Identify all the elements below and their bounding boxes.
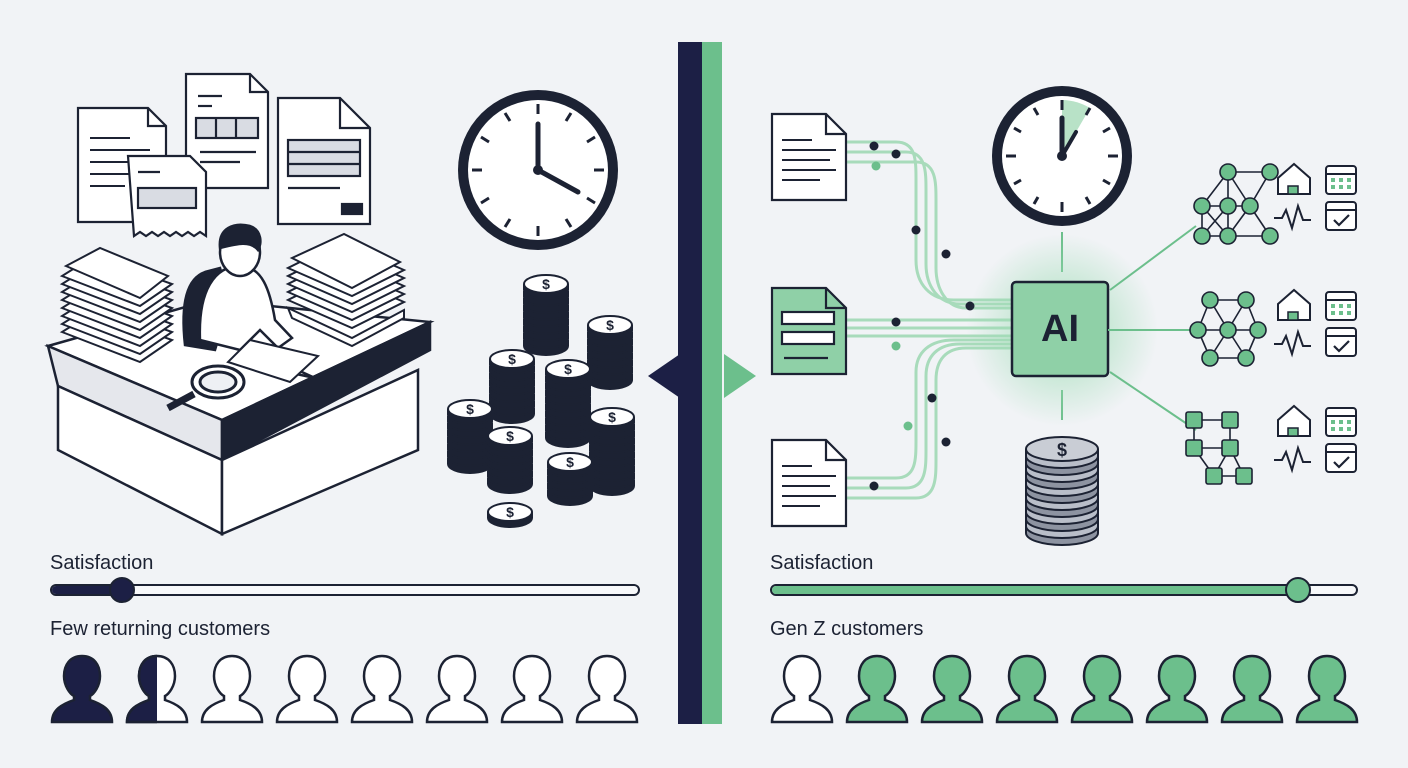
panel-after: AI $ Satisfaction Gen Z customers (740, 0, 1408, 768)
coin-stack: $ (589, 407, 635, 496)
customer-icon (920, 654, 984, 724)
customers-label: Gen Z customers (770, 618, 924, 640)
network-icon (1193, 163, 1279, 245)
customer-figure (275, 652, 339, 724)
svg-text:$: $ (466, 401, 474, 417)
svg-text:$: $ (608, 409, 616, 425)
calendar-icon (1325, 291, 1357, 321)
coin-stack: $ (487, 426, 533, 494)
svg-text:$: $ (506, 428, 514, 444)
customer-figure (770, 652, 834, 724)
output-group (1189, 288, 1357, 367)
coin-stack: $ (523, 274, 569, 356)
svg-text:$: $ (542, 276, 550, 292)
document-icon (770, 112, 848, 202)
customer-outline-icon (275, 654, 339, 724)
customer-outline-icon (425, 654, 489, 724)
satisfaction-label: Satisfaction (770, 552, 874, 574)
clock-icon (458, 90, 618, 250)
ai-workflow-diagram (770, 86, 1197, 528)
satisfaction-slider[interactable] (50, 577, 640, 603)
customer-figure (125, 652, 189, 724)
svg-text:$: $ (566, 454, 574, 470)
customer-figure (1295, 652, 1359, 724)
customer-figure (920, 652, 984, 724)
customer-outline-icon (350, 654, 414, 724)
document-icon (770, 438, 848, 528)
clock-icon (992, 86, 1132, 226)
customer-figure (845, 652, 909, 724)
svg-text:$: $ (506, 504, 514, 520)
home-icon (1277, 404, 1311, 437)
customer-icon (1145, 654, 1209, 724)
pulse-icon (1274, 328, 1311, 358)
calendar-icon (1325, 407, 1357, 437)
coin-stack: $ (489, 349, 535, 424)
customer-icon (125, 654, 189, 724)
svg-text:$: $ (1057, 440, 1067, 460)
paper-stack-icon (59, 232, 407, 364)
customer-figure (350, 652, 414, 724)
customer-row (50, 652, 639, 724)
customer-figure (575, 652, 639, 724)
customer-icon (995, 654, 1059, 724)
slider-knob[interactable] (109, 577, 135, 603)
customer-outline-icon (770, 654, 834, 724)
panel-before: $ $ $ $ $ $ $ $ $ Satisfaction Few returning cus… (0, 0, 660, 768)
customer-figure (1145, 652, 1209, 724)
customer-figure (500, 652, 564, 724)
coin-stack: $ (447, 399, 493, 474)
document-icon (44, 72, 618, 537)
coin-stack: $ (587, 315, 633, 390)
customer-icon (1070, 654, 1134, 724)
customer-outline-icon (575, 654, 639, 724)
coin-stack: $ (545, 359, 591, 448)
svg-text:$: $ (606, 317, 614, 333)
slider-knob[interactable] (1285, 577, 1311, 603)
satisfaction-slider[interactable] (770, 577, 1358, 603)
customer-icon (1220, 654, 1284, 724)
customer-figure (995, 652, 1059, 724)
calendar-check-icon (1325, 327, 1357, 357)
customer-icon (1295, 654, 1359, 724)
customer-icon (50, 654, 114, 724)
coin-stack-icon: $ (1025, 436, 1099, 546)
customer-figure (1070, 652, 1134, 724)
calendar-check-icon (1325, 443, 1357, 473)
coin-stack-icon: $ $ $ $ $ $ $ $ $ (447, 274, 635, 528)
divider-arrows (648, 354, 756, 398)
customer-outline-icon (200, 654, 264, 724)
svg-text:$: $ (508, 351, 516, 367)
coin-stack: $ (487, 502, 533, 528)
ai-label: AI (1041, 308, 1079, 350)
network-icon (1189, 291, 1267, 367)
svg-text:$: $ (564, 361, 572, 377)
network-icon (1185, 411, 1253, 485)
coin-stack: $ (547, 452, 593, 506)
home-icon (1277, 288, 1311, 321)
pulse-icon (1274, 202, 1311, 232)
customer-figure (425, 652, 489, 724)
calendar-check-icon (1325, 201, 1357, 231)
output-icons (1185, 162, 1357, 485)
customer-row (770, 652, 1359, 724)
customer-figure (200, 652, 264, 724)
output-group (1185, 404, 1357, 485)
slider-fill (52, 586, 122, 594)
magnifier-icon (166, 364, 246, 412)
customer-figure (1220, 652, 1284, 724)
calendar-icon (1325, 165, 1357, 195)
document-icon (770, 286, 848, 376)
customer-figure (50, 652, 114, 724)
customer-icon (845, 654, 909, 724)
slider-fill (772, 586, 1298, 594)
divider (678, 42, 722, 724)
pulse-icon (1274, 444, 1311, 474)
home-icon (1277, 162, 1311, 195)
output-group (1193, 162, 1357, 245)
customer-outline-icon (500, 654, 564, 724)
customers-label: Few returning customers (50, 618, 271, 640)
satisfaction-label: Satisfaction (50, 552, 154, 574)
